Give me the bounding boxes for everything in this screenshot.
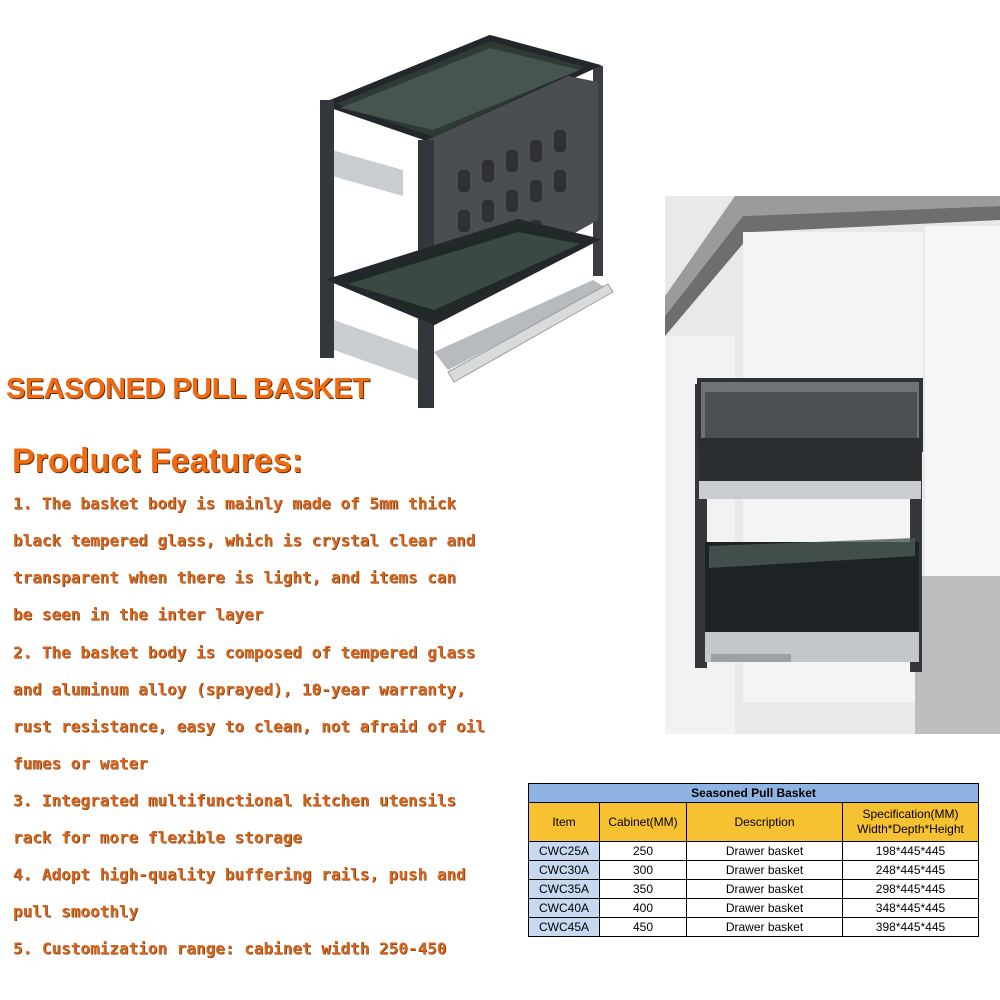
cell-description: Drawer basket <box>686 879 843 899</box>
cell-cabinet: 300 <box>599 860 687 880</box>
cell-description: Drawer basket <box>686 917 843 937</box>
feature-line: black tempered glass, which is crystal c… <box>13 531 476 550</box>
product-photo-installed <box>665 196 1000 734</box>
page-title: SEASONED PULL BASKET <box>6 373 370 405</box>
feature-line: fumes or water <box>13 754 148 773</box>
cell-item: CWC35A <box>528 879 600 899</box>
table-caption: Seasoned Pull Basket <box>528 783 979 803</box>
cell-cabinet: 400 <box>599 898 687 918</box>
feature-line: pull smoothly <box>13 902 139 921</box>
spec-header-line2: Width*Depth*Height <box>857 822 964 836</box>
column-header-cabinet: Cabinet(MM) <box>599 802 687 842</box>
feature-line: rack for more flexible storage <box>13 828 302 847</box>
feature-line: be seen in the inter layer <box>13 605 264 624</box>
spec-table: Seasoned Pull Basket Item Cabinet(MM) De… <box>528 783 979 937</box>
feature-line: 5. Customization range: cabinet width 25… <box>13 939 447 958</box>
product-photo-standalone <box>268 0 654 412</box>
cell-specification: 198*445*445 <box>842 841 979 861</box>
feature-line: 3. Integrated multifunctional kitchen ut… <box>13 791 457 810</box>
cell-item: CWC25A <box>528 841 600 861</box>
features-heading: Product Features: <box>12 442 303 480</box>
table-row: CWC30A 300 Drawer basket 248*445*445 <box>528 860 979 880</box>
cell-specification: 348*445*445 <box>842 898 979 918</box>
feature-line: 2. The basket body is composed of temper… <box>13 643 476 662</box>
cell-specification: 248*445*445 <box>842 860 979 880</box>
cell-item: CWC30A <box>528 860 600 880</box>
cell-description: Drawer basket <box>686 898 843 918</box>
cell-cabinet: 350 <box>599 879 687 899</box>
column-header-description: Description <box>686 802 843 842</box>
table-row: CWC40A 400 Drawer basket 348*445*445 <box>528 898 979 918</box>
feature-line: transparent when there is light, and ite… <box>13 568 457 587</box>
cell-cabinet: 250 <box>599 841 687 861</box>
column-header-item: Item <box>528 802 600 842</box>
feature-line: and aluminum alloy (sprayed), 10-year wa… <box>13 680 466 699</box>
table-row: CWC25A 250 Drawer basket 198*445*445 <box>528 841 979 861</box>
cell-description: Drawer basket <box>686 841 843 861</box>
column-header-specification: Specification(MM) Width*Depth*Height <box>842 802 979 842</box>
spec-header-line1: Specification(MM) <box>862 807 959 821</box>
cell-description: Drawer basket <box>686 860 843 880</box>
feature-line: 4. Adopt high-quality buffering rails, p… <box>13 865 466 884</box>
feature-line: rust resistance, easy to clean, not afra… <box>13 717 486 736</box>
cell-item: CWC45A <box>528 917 600 937</box>
cell-specification: 298*445*445 <box>842 879 979 899</box>
cell-item: CWC40A <box>528 898 600 918</box>
cell-cabinet: 450 <box>599 917 687 937</box>
cell-specification: 398*445*445 <box>842 917 979 937</box>
table-row: CWC35A 350 Drawer basket 298*445*445 <box>528 879 979 899</box>
table-row: CWC45A 450 Drawer basket 398*445*445 <box>528 917 979 937</box>
feature-line: 1. The basket body is mainly made of 5mm… <box>13 494 457 513</box>
